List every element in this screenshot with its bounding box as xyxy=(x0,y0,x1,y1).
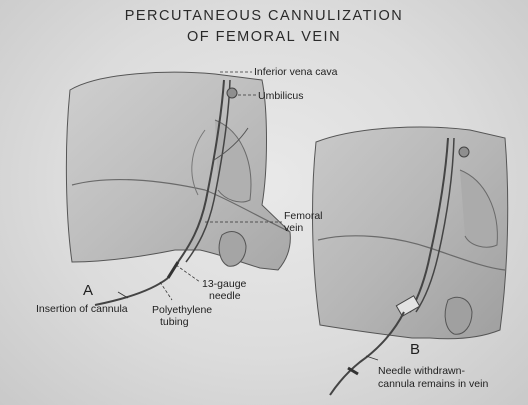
label-tubing-line-1: Polyethylene xyxy=(152,304,212,316)
label-inferior-vena-cava: Inferior vena cava xyxy=(254,66,337,78)
panel-a-caption: Insertion of cannula xyxy=(36,303,128,315)
panel-b-letter: B xyxy=(410,344,420,356)
label-needle-line-2: needle xyxy=(209,290,241,302)
label-umbilicus: Umbilicus xyxy=(258,90,304,102)
panel-a-letter: A xyxy=(83,285,93,297)
label-femoral-vein-line-1: Femoral xyxy=(284,210,323,222)
label-femoral-vein-line-2: vein xyxy=(284,222,303,234)
label-tubing-line-2: tubing xyxy=(160,316,189,328)
diagram-title-line-2: OF FEMORAL VEIN xyxy=(0,29,528,45)
panel-b-caption-line-2: cannula remains in vein xyxy=(378,378,488,390)
label-needle-line-1: 13-gauge xyxy=(202,278,246,290)
panel-a-figure xyxy=(66,72,290,305)
panel-b-caption-line-1: Needle withdrawn- xyxy=(378,365,465,377)
diagram-title-line-1: PERCUTANEOUS CANNULIZATION xyxy=(0,8,528,24)
